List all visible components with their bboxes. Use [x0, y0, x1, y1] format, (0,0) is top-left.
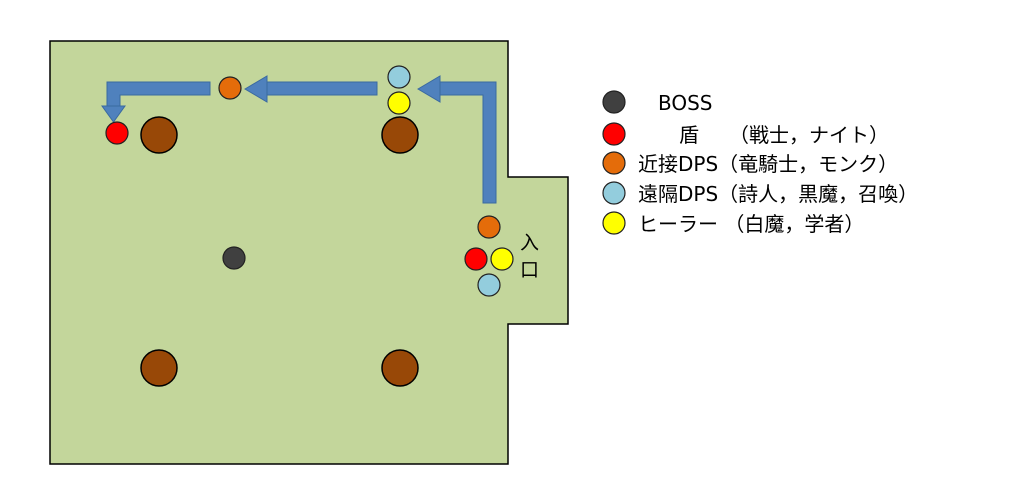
arena-floor: [49, 40, 569, 465]
legend-item-ranged: 遠隔DPS（詩人，黒魔，召喚）: [602, 181, 918, 206]
pillars: [140, 116, 419, 387]
boss-marker: [222, 246, 246, 270]
legend-swatch-boss: [602, 90, 626, 114]
arrow-to-melee: [266, 81, 378, 96]
legend-label-boss: BOSS: [658, 91, 713, 115]
legend-item-boss: BOSS: [602, 90, 713, 115]
healer-marker-moved: [387, 91, 411, 115]
legend-swatch-tank: [602, 122, 626, 146]
pillar-top-right: [381, 116, 419, 154]
legend: BOSS 盾 （戦士，ナイト） 近接DPS（竜騎士，モンク） 遠隔DPS（詩人，…: [602, 90, 918, 236]
legend-item-tank: 盾 （戦士，ナイト）: [602, 122, 889, 147]
legend-item-melee: 近接DPS（竜騎士，モンク）: [602, 151, 898, 176]
legend-swatch-ranged: [602, 181, 626, 205]
legend-item-healer: ヒーラー （白魔，学者）: [602, 211, 864, 236]
legend-label-healer: ヒーラー （白魔，学者）: [638, 212, 864, 236]
tank-marker-start: [464, 247, 488, 271]
healer-marker-start: [490, 247, 514, 271]
arrow-head-1: [417, 75, 441, 103]
melee-marker-start: [477, 215, 501, 239]
legend-label-ranged: 遠隔DPS（詩人，黒魔，召喚）: [638, 182, 918, 206]
legend-label-melee: 近接DPS（竜騎士，モンク）: [638, 152, 898, 176]
pillar-bottom-left: [140, 349, 178, 387]
pillar-bottom-right: [381, 349, 419, 387]
pillar-top-left: [140, 116, 178, 154]
legend-swatch-healer: [602, 211, 626, 235]
movement-path: [101, 75, 497, 204]
ranged-marker-moved: [387, 65, 411, 89]
melee-marker-moved: [218, 76, 242, 100]
ranged-marker-start: [477, 273, 501, 297]
arrow-head-3: [101, 105, 126, 123]
entrance-label-char1: 入: [520, 232, 539, 254]
tank-marker-moved: [105, 121, 129, 145]
legend-swatch-melee: [602, 151, 626, 175]
party-markers: [105, 65, 514, 297]
legend-label-tank: 盾 （戦士，ナイト）: [679, 123, 889, 147]
arrow-head-2: [244, 75, 268, 103]
entrance-label-char2: 口: [520, 259, 539, 281]
